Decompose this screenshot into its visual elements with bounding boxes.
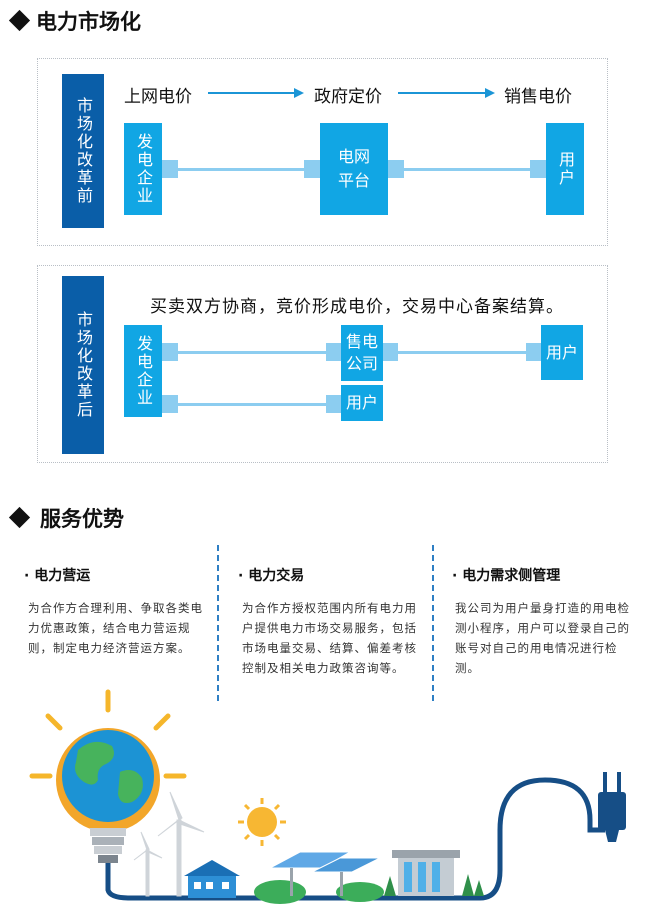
wind-turbine-icon (133, 791, 205, 897)
flow-arrow-line (398, 92, 485, 94)
service-body-operation: 为合作方合理利用、争取各类电力优惠政策，结合电力营运规则，制定电力经济营运方案。 (28, 601, 203, 655)
connector-node (388, 160, 404, 178)
node-generator: 发电企业 (124, 325, 162, 417)
connector-node (304, 160, 320, 178)
label-after-reform: 市场化改革后 (62, 276, 104, 454)
arrow-right-icon (485, 88, 495, 98)
connector-node (382, 343, 398, 361)
node-user: 用户 (546, 123, 584, 215)
connector-line (176, 403, 326, 406)
connector-node (162, 160, 178, 178)
service-title-trading: · 电力交易 (238, 568, 305, 584)
service-title-operation: · 电力营运 (24, 568, 91, 584)
arrow-right-icon (294, 88, 304, 98)
flow-step-gov-price: 政府定价 (314, 87, 382, 107)
node-generator: 发电企业 (124, 123, 162, 215)
label-before-reform: 市场化改革前 (62, 74, 104, 228)
section-bullet-icon (8, 9, 31, 32)
connector-node (530, 160, 546, 178)
connector-node (326, 395, 342, 413)
section-title-services: 服务优势 (40, 507, 124, 531)
dam-icon (384, 850, 484, 896)
column-divider (217, 545, 219, 701)
solar-panel-icon (269, 851, 381, 896)
energy-illustration (29, 689, 626, 904)
sun-icon (238, 798, 286, 846)
node-retailer: 售电公司 (341, 325, 383, 381)
node-user-right: 用户 (541, 325, 583, 380)
service-body-demand: 我公司为用户量身打造的用电检测小程序，用户可以登录自己的账号对自己的用电情况进行… (455, 601, 630, 675)
connector-node (162, 395, 178, 413)
section-bullet-icon (8, 506, 31, 529)
connector-line (396, 351, 526, 354)
flow-step-sale-price: 销售电价 (504, 87, 572, 107)
connector-node (326, 343, 342, 361)
node-grid-platform-label: 电网平台 (337, 147, 370, 190)
connector-line (176, 168, 306, 171)
node-user-mid: 用户 (341, 385, 383, 421)
connector-line (402, 168, 532, 171)
connector-node (162, 343, 178, 361)
section-title-market: 电力市场化 (36, 10, 141, 34)
connector-node (526, 343, 542, 361)
flow-arrow-line (208, 92, 294, 94)
service-title-demand: · 电力需求侧管理 (452, 568, 561, 584)
power-cable (105, 777, 605, 901)
service-body-trading: 为合作方授权范围内所有电力用户提供电力市场交易服务，包括市场电量交易、结算、偏差… (242, 601, 417, 675)
node-grid-platform: 电网平台 (320, 123, 388, 215)
house-icon (184, 860, 240, 898)
column-divider (432, 545, 434, 701)
lightbulb-globe-icon (29, 689, 187, 863)
connector-line (176, 351, 326, 354)
reform-headline: 买卖双方协商，竞价形成电价，交易中心备案结算。 (150, 297, 564, 317)
flow-step-grid-price: 上网电价 (124, 87, 192, 107)
node-retailer-label: 售电公司 (345, 332, 378, 373)
power-plug-icon (598, 772, 626, 842)
